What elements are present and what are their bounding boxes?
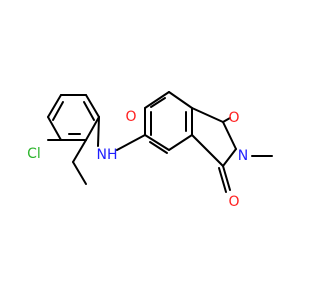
bond-line-7 bbox=[52, 101, 64, 121]
imide-oxygen-top-label: O bbox=[228, 110, 239, 126]
bond-line-29 bbox=[222, 148, 237, 167]
bond-line-4 bbox=[85, 116, 100, 141]
imide-nitrogen-label: N bbox=[238, 148, 248, 164]
bond-line-32 bbox=[218, 167, 227, 193]
bond-line-6 bbox=[47, 116, 62, 141]
amide-nitrogen-label: NH bbox=[97, 147, 118, 163]
bond-line-30 bbox=[222, 117, 231, 123]
bond-line-27 bbox=[222, 121, 237, 150]
imide-oxygen-bottom-label: O bbox=[228, 194, 239, 210]
atom-labels: Cl NH O N O O bbox=[27, 109, 248, 210]
bond-line-11 bbox=[72, 139, 87, 163]
chlorine-atom-label: Cl bbox=[27, 146, 41, 162]
bond-lines bbox=[47, 91, 273, 193]
bond-line-3 bbox=[85, 94, 100, 118]
bond-line-20 bbox=[168, 91, 193, 109]
bond-line-21 bbox=[144, 91, 170, 109]
bond-line-25 bbox=[150, 97, 166, 108]
bond-line-14 bbox=[116, 134, 146, 151]
bond-line-23 bbox=[149, 141, 168, 154]
molecule-canvas: Cl NH O N O O bbox=[27, 91, 273, 210]
bond-line-12 bbox=[72, 161, 87, 185]
bond-line-26 bbox=[191, 107, 224, 123]
amide-oxygen-label: O bbox=[125, 109, 136, 125]
bond-line-13 bbox=[97, 116, 100, 147]
bond-line-17 bbox=[144, 134, 170, 151]
structure-diagram: Cl NH O N O O bbox=[27, 91, 273, 210]
bond-line-1 bbox=[47, 94, 62, 118]
bond-line-8 bbox=[83, 101, 95, 121]
bond-line-28 bbox=[191, 134, 224, 167]
bond-line-31 bbox=[222, 165, 231, 191]
bond-line-18 bbox=[168, 134, 193, 151]
